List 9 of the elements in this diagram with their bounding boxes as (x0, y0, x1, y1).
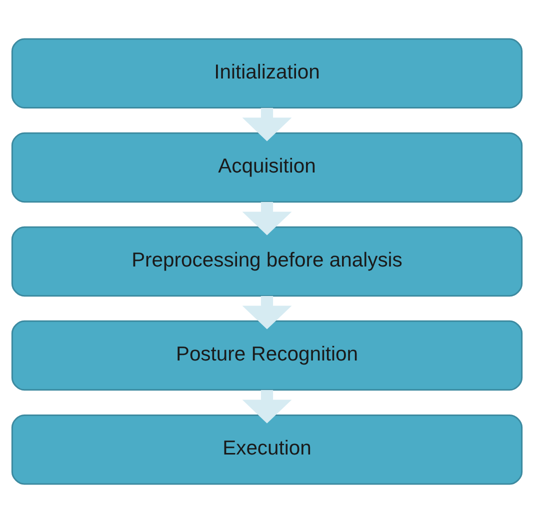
node-box: Preprocessing before analysis (11, 226, 523, 296)
node-box: Acquisition (11, 132, 523, 202)
arrow (242, 296, 292, 329)
arrow (242, 390, 292, 423)
arrow (242, 201, 292, 235)
arrow (242, 107, 292, 141)
node-box: Execution (11, 414, 523, 484)
node-box: Initialization (11, 38, 523, 108)
node-box: Posture Recognition (11, 320, 523, 390)
